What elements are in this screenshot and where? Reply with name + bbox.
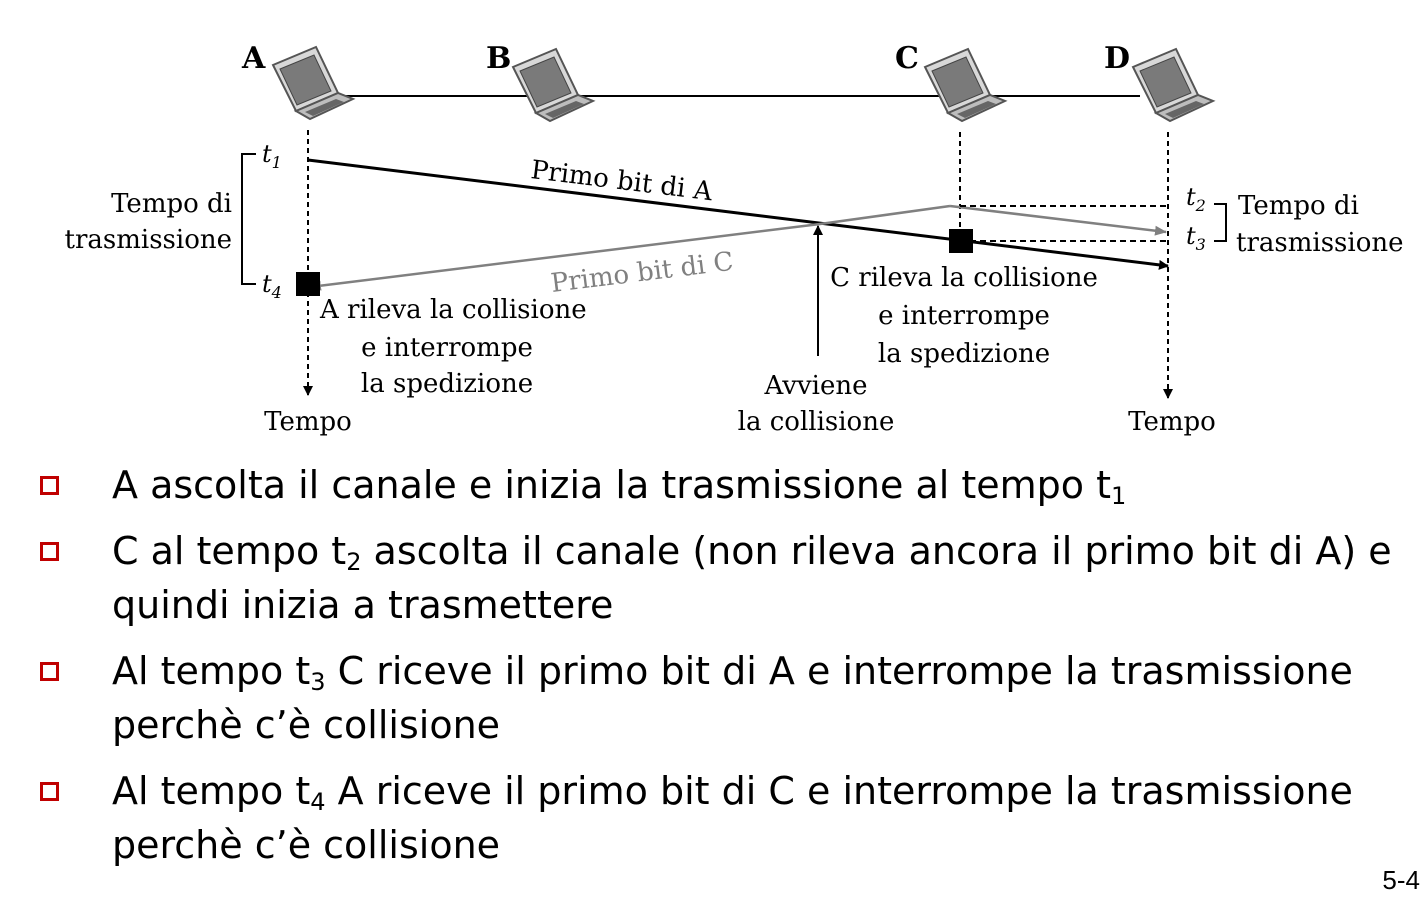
a-detects-line2: e interrompe bbox=[361, 333, 533, 363]
bullet-box-icon bbox=[40, 476, 59, 495]
bullet-sub: 3 bbox=[310, 668, 326, 696]
bullet-text: A ascolta il canale e inizia la trasmiss… bbox=[112, 463, 1112, 507]
tx-time-right-1: Tempo di bbox=[1238, 191, 1359, 221]
t2-label: t2 bbox=[1186, 183, 1206, 215]
tx-time-left-1: Tempo di bbox=[111, 189, 232, 219]
laptop-icon-a bbox=[272, 46, 354, 120]
bullet-box-icon bbox=[40, 542, 59, 561]
first-bit-c-right bbox=[949, 204, 1167, 236]
tx-bracket-left bbox=[241, 153, 256, 285]
a-detect-square bbox=[296, 272, 320, 296]
bullet-text: C al tempo t bbox=[112, 529, 347, 573]
tx-time-right-2: trasmissione bbox=[1236, 228, 1403, 258]
bullet-text: Al tempo t bbox=[112, 769, 311, 813]
csma-cd-diagram: A B C D t1 t4 t2 t3 Tempo di trasmission… bbox=[0, 0, 1422, 445]
node-label-c: C bbox=[895, 41, 919, 76]
laptop-icon-c bbox=[924, 48, 1006, 122]
c-detects-line3: la spedizione bbox=[878, 339, 1050, 369]
bullet-sub: 4 bbox=[310, 788, 326, 816]
c-detects-line2: e interrompe bbox=[878, 301, 1050, 331]
bullet-item: Al tempo t4 A riceve il primo bit di C e… bbox=[40, 764, 1420, 872]
bullet-rest: ascolta il canale (non rileva ancora il … bbox=[112, 529, 1392, 627]
bullet-item: Al tempo t3 C riceve il primo bit di A e… bbox=[40, 644, 1420, 752]
time-label-left: Tempo bbox=[264, 407, 352, 437]
laptop-icon-b bbox=[512, 48, 594, 122]
bullet-rest: A riceve il primo bit di C e interrompe … bbox=[112, 769, 1353, 867]
bullet-rest: C riceve il primo bit di A e interrompe … bbox=[112, 649, 1353, 747]
bullet-box-icon bbox=[40, 662, 59, 681]
bullet-sub: 2 bbox=[346, 548, 362, 576]
tx-bracket-right bbox=[1214, 203, 1227, 242]
a-detects-line3: la spedizione bbox=[361, 369, 533, 399]
t3-label: t3 bbox=[1186, 222, 1206, 254]
bullet-sub: 1 bbox=[1111, 482, 1127, 510]
node-label-d: D bbox=[1104, 41, 1130, 76]
tx-time-left-2: trasmissione bbox=[65, 225, 232, 255]
collision-line2: la collisione bbox=[738, 407, 895, 437]
a-detects-line1: A rileva la collisione bbox=[319, 295, 587, 325]
time-label-right: Tempo bbox=[1128, 407, 1216, 437]
node-label-b: B bbox=[486, 41, 511, 76]
c-detects-line1: C rileva la collisione bbox=[830, 263, 1098, 293]
collision-line1: Avviene bbox=[764, 371, 868, 401]
bullet-item: A ascolta il canale e inizia la trasmiss… bbox=[40, 458, 1420, 512]
laptop-icon-d bbox=[1132, 48, 1214, 122]
slide-number: 5-4 bbox=[1382, 865, 1420, 895]
t1-label: t1 bbox=[262, 140, 282, 172]
bullet-item: C al tempo t2 ascolta il canale (non ril… bbox=[40, 524, 1420, 632]
first-bit-c-line bbox=[309, 204, 951, 291]
bullet-box-icon bbox=[40, 782, 59, 801]
t4-label: t4 bbox=[262, 270, 282, 302]
c-detect-square bbox=[949, 229, 973, 253]
bullet-text: Al tempo t bbox=[112, 649, 311, 693]
node-label-a: A bbox=[241, 41, 266, 76]
first-bit-a-line bbox=[307, 158, 1169, 270]
bullet-list: A ascolta il canale e inizia la trasmiss… bbox=[40, 458, 1420, 872]
